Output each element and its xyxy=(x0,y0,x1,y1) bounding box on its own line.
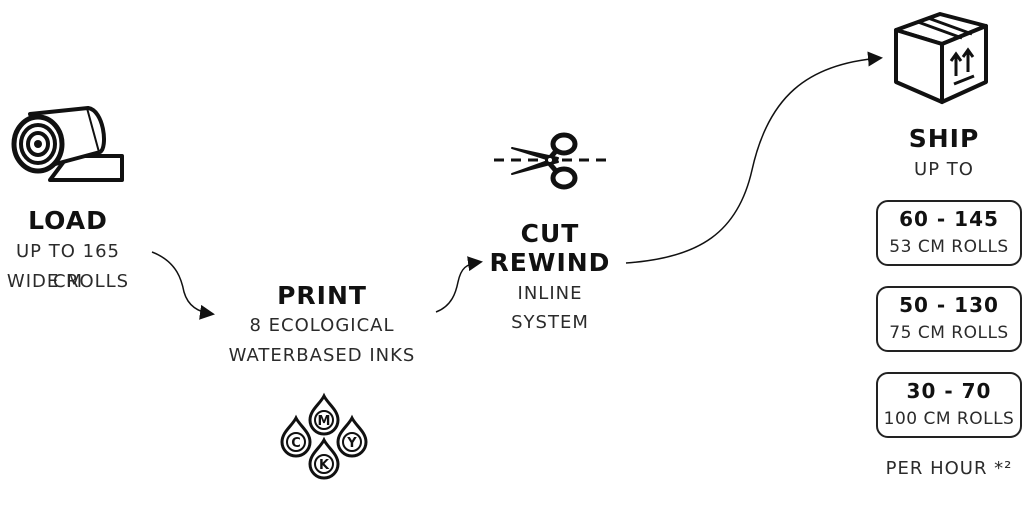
rate-roll: 75 CM ROLLS xyxy=(889,323,1009,343)
rewind-title: REWIND xyxy=(489,248,611,277)
print-line-2: WATERBASED INKS xyxy=(228,345,416,366)
ship-subtitle: UP TO xyxy=(914,159,974,180)
arrow-load-to-print xyxy=(151,251,215,320)
ink-drop-y: Y xyxy=(336,414,368,458)
load-title: LOAD xyxy=(28,206,108,235)
svg-text:C: C xyxy=(291,436,301,451)
print-line-1: 8 ECOLOGICAL xyxy=(249,315,395,336)
rate-box-100cm: 30 - 70 100 CM ROLLS xyxy=(876,372,1022,438)
svg-text:K: K xyxy=(319,458,330,473)
cut-line-1: INLINE xyxy=(517,283,583,304)
rate-box-75cm: 50 - 130 75 CM ROLLS xyxy=(876,286,1022,352)
rate-roll: 53 CM ROLLS xyxy=(889,237,1009,257)
rate-range: 60 - 145 xyxy=(899,207,999,231)
rate-roll: 100 CM ROLLS xyxy=(883,409,1015,429)
print-title: PRINT xyxy=(277,281,367,310)
ink-drop-m: M xyxy=(308,392,340,436)
svg-text:Y: Y xyxy=(346,436,357,451)
ink-drops-icon: M C Y K xyxy=(280,392,368,480)
scissors-icon xyxy=(494,132,606,190)
cut-title: CUT xyxy=(520,219,580,248)
rate-range: 30 - 70 xyxy=(906,379,992,403)
arrow-print-to-cut xyxy=(435,256,483,313)
fabric-roll-icon xyxy=(11,106,124,182)
rate-range: 50 - 130 xyxy=(899,293,999,317)
svg-text:M: M xyxy=(318,414,331,429)
shipping-box-icon xyxy=(894,12,988,104)
rate-box-53cm: 60 - 145 53 CM ROLLS xyxy=(876,200,1022,266)
load-line-1: UP TO 165 CM xyxy=(16,241,120,292)
ink-drop-c: C xyxy=(280,414,312,458)
arrow-cut-to-ship xyxy=(625,51,883,264)
cut-line-2: SYSTEM xyxy=(511,312,589,333)
ship-footer: PER HOUR *² xyxy=(885,458,1013,479)
load-line-2: WIDE ROLLS xyxy=(6,271,130,292)
ink-drop-k: K xyxy=(308,436,340,480)
ship-title: SHIP xyxy=(908,124,980,153)
